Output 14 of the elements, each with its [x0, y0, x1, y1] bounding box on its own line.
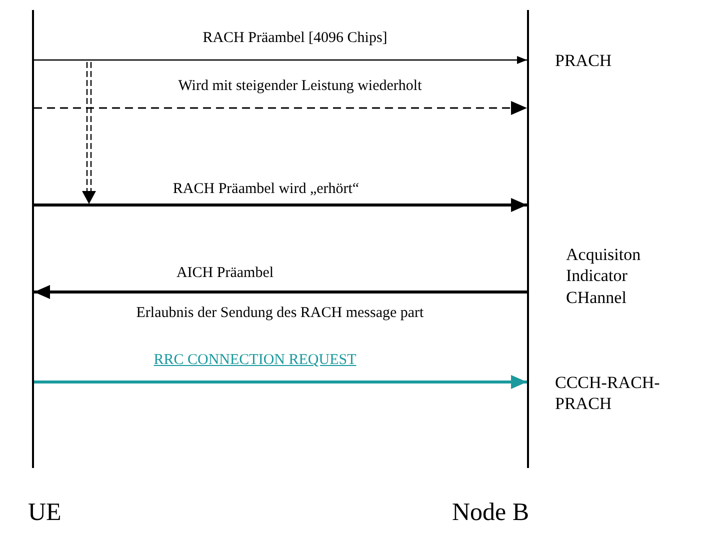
message-arrow	[34, 198, 527, 212]
message-arrow	[34, 56, 527, 64]
edge-label: RRC CONNECTION REQUEST	[152, 352, 358, 368]
edge-label: RACH Präambel [4096 Chips]	[200, 30, 390, 46]
edge-label: RACH Präambel wird „erhört“	[170, 181, 362, 198]
participant-name: UE	[28, 500, 62, 525]
channel-label: CCCH-RACH- PRACH	[555, 372, 661, 414]
channel-label: Acquisiton Indicator CHannel	[566, 244, 642, 308]
participant-name: Node B	[452, 500, 530, 525]
channel-label: PRACH	[555, 50, 613, 72]
message-arrow	[34, 101, 527, 115]
message-arrow	[34, 375, 527, 389]
edge-label: Wird mit steigender Leistung wiederholt	[176, 78, 424, 94]
message-arrow	[34, 285, 527, 299]
